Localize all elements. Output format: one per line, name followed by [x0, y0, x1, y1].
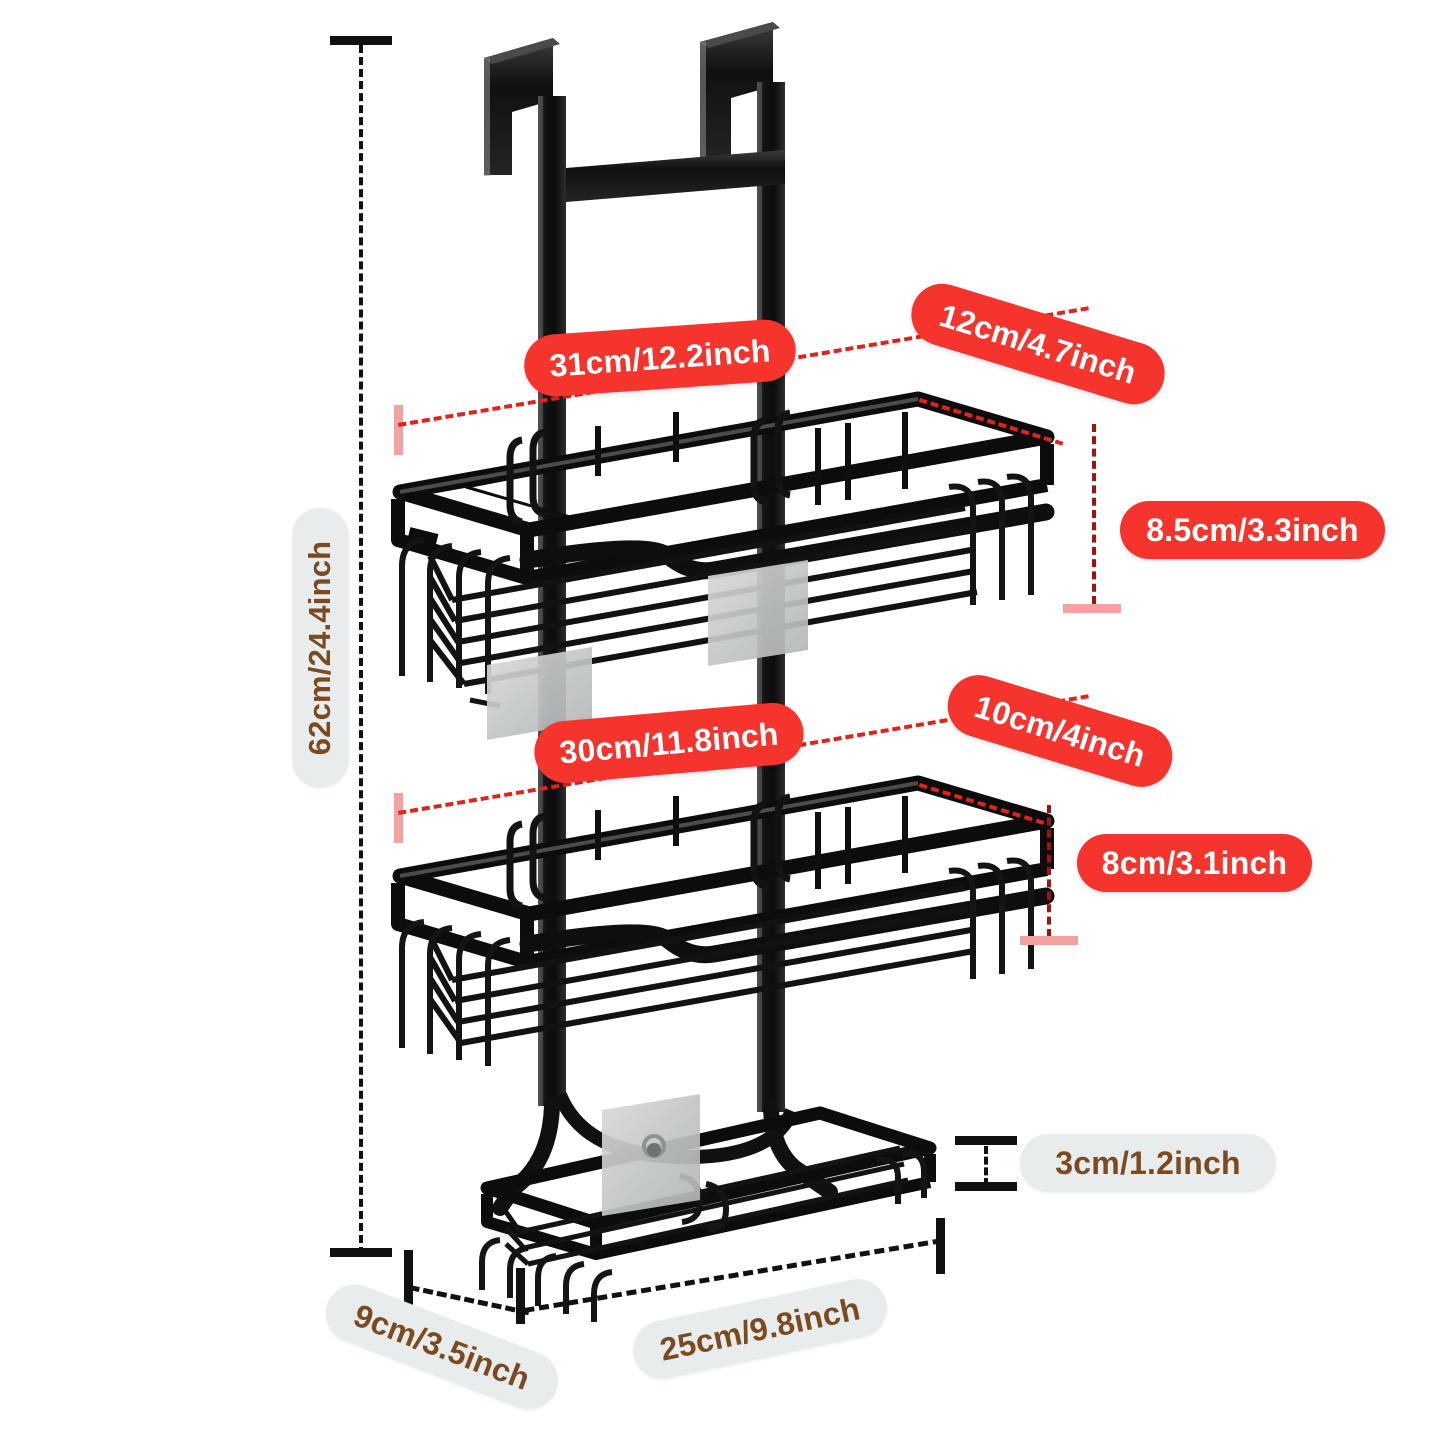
tray-depth-cap-left [404, 1250, 413, 1306]
label-mid-basket-height: 8cm/3.1inch [1077, 834, 1312, 892]
middle-basket [391, 775, 1055, 1066]
basket-hook [506, 793, 791, 910]
door-hook-left [484, 38, 560, 176]
basket-hook [506, 409, 791, 526]
top-crossbar [566, 150, 785, 202]
mid-height-guide [1047, 805, 1051, 937]
top-width-cap-left [394, 405, 403, 455]
label-mid-basket-height-text: 8cm/3.1inch [1101, 844, 1288, 881]
top-basket [391, 391, 1055, 740]
mid-width-cap-left [394, 793, 403, 843]
label-tray-height-text: 3cm/1.2inch [1055, 1144, 1241, 1181]
tray-height-cap-bottom [955, 1182, 1017, 1191]
label-total-height-text: 62cm/24.4inch [302, 540, 337, 756]
label-top-basket-width-text: 31cm/12.2inch [548, 331, 772, 384]
tray-width-cap-left [516, 1268, 525, 1324]
mid-height-cap-bottom [1020, 936, 1078, 945]
tray-width-cap-right [936, 1218, 945, 1274]
adhesive-pad [487, 560, 808, 740]
label-tray-height: 3cm/1.2inch [1020, 1134, 1276, 1192]
label-top-basket-height-text: 8.5cm/3.3inch [1146, 511, 1359, 548]
tray-height-guide [984, 1146, 988, 1186]
tray-hook [479, 1237, 613, 1322]
door-hook-right [700, 22, 780, 162]
label-mid-basket-width-text: 30cm/11.8inch [557, 714, 780, 771]
bottom-tray [479, 1092, 937, 1322]
top-height-cap-bottom [1063, 604, 1121, 613]
top-height-guide [1092, 424, 1096, 604]
height-guide-line [359, 45, 363, 1255]
height-cap-bottom [330, 1248, 392, 1257]
tray-height-cap-top [955, 1136, 1017, 1145]
label-total-height: 62cm/24.4inch [292, 508, 348, 788]
label-top-basket-height: 8.5cm/3.3inch [1120, 501, 1385, 559]
height-cap-top [330, 36, 392, 45]
